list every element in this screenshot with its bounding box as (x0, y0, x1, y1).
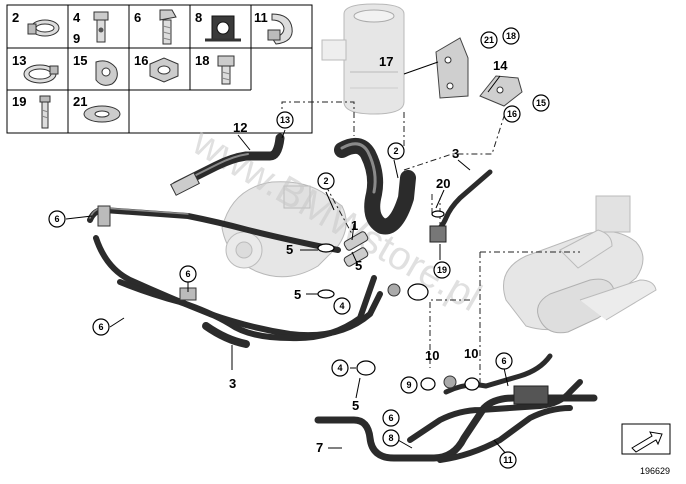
svg-text:9: 9 (406, 380, 411, 390)
callout-15: 15 (532, 94, 550, 112)
svg-text:13: 13 (280, 115, 290, 125)
svg-text:18: 18 (506, 31, 516, 41)
svg-text:2: 2 (393, 146, 398, 156)
label-5-d: 5 (352, 398, 359, 413)
hose-12 (170, 133, 285, 196)
o-ring-6 (420, 377, 436, 391)
reservoir-tank (321, 3, 405, 115)
svg-text:6: 6 (501, 356, 506, 366)
arrow-icon (631, 431, 663, 453)
spring-clip-icon (95, 60, 118, 86)
hose-3-main (87, 207, 383, 348)
socket-screw-icon (217, 55, 235, 85)
callout-2-b: 2 (317, 172, 335, 190)
callout-4-b: 4 (331, 359, 349, 377)
diagram-number: 196629 (640, 466, 670, 476)
legend-num-21: 21 (73, 94, 87, 109)
svg-text:8: 8 (388, 433, 393, 443)
legend-num-4: 4 (73, 10, 81, 25)
legend-num-11: 11 (254, 10, 268, 25)
o-ring-1 (317, 243, 335, 253)
o-ring-4 (356, 360, 376, 376)
part-labels: 12 1 3 20 17 14 5 5 5 3 5 10 10 7 (229, 54, 508, 455)
legend-num-18: 18 (195, 53, 209, 68)
svg-text:4: 4 (337, 363, 342, 373)
callout-18: 18 (502, 27, 520, 45)
callout-19: 19 (433, 261, 451, 279)
o-ring-2 (317, 289, 335, 299)
legend-grid: 2 4 9 6 8 11 13 15 16 18 19 21 (6, 4, 313, 134)
label-12: 12 (233, 120, 247, 135)
callout-13: 13 (276, 111, 294, 129)
fittings (97, 205, 480, 391)
svg-text:6: 6 (98, 322, 103, 332)
label-10-a: 10 (425, 348, 439, 363)
callout-6-b: 6 (179, 265, 197, 283)
clip-icon (267, 13, 293, 45)
bracket-17 (435, 37, 469, 99)
svg-text:11: 11 (503, 455, 513, 465)
svg-text:6: 6 (185, 269, 190, 279)
label-5-b: 5 (294, 287, 301, 302)
hex-bolt-icon (159, 9, 177, 45)
hose-7 (314, 353, 598, 463)
orientation-arrow-box (621, 423, 671, 455)
circled-callouts: 13 2 2 21 18 15 16 6 6 6 4 4 19 9 6 6 8 … (48, 27, 550, 469)
callout-2-a: 2 (387, 142, 405, 160)
legend-num-19: 19 (12, 94, 26, 109)
label-3-top: 3 (452, 146, 459, 161)
label-10-b: 10 (464, 346, 478, 361)
legend-num-9: 9 (73, 31, 80, 46)
legend-num-13: 13 (12, 53, 26, 68)
o-ring-7 (464, 377, 480, 391)
callout-11: 11 (499, 451, 517, 469)
legend-num-8: 8 (195, 10, 202, 25)
legend-num-2: 2 (12, 10, 19, 25)
callout-6-c: 6 (92, 318, 110, 336)
label-5-a: 5 (286, 242, 293, 257)
o-ring-5 (431, 210, 445, 218)
legend-num-16: 16 (134, 53, 148, 68)
svg-text:21: 21 (484, 35, 494, 45)
hollow-bolt-icon (93, 11, 109, 43)
hose-1 (334, 137, 416, 235)
rubber-grommet-icon (205, 15, 241, 42)
label-1: 1 (351, 218, 358, 233)
svg-text:16: 16 (507, 109, 517, 119)
hex-nut-icon (149, 57, 179, 83)
callout-16: 16 (503, 105, 521, 123)
callout-4-a: 4 (333, 297, 351, 315)
svg-text:15: 15 (536, 98, 546, 108)
legend-num-6: 6 (134, 10, 141, 25)
callout-6-d: 6 (495, 352, 513, 370)
svg-text:19: 19 (437, 265, 447, 275)
legend-num-15: 15 (73, 53, 87, 68)
steering-gear-rack (503, 195, 657, 334)
band-clamp-icon (23, 64, 59, 84)
stud-bolt-icon (39, 95, 51, 129)
label-14: 14 (493, 58, 508, 73)
power-steering-pump (221, 181, 347, 278)
callout-6-e: 6 (382, 409, 400, 427)
callout-6-a: 6 (48, 210, 66, 228)
callout-8: 8 (382, 429, 400, 447)
label-20: 20 (436, 176, 450, 191)
svg-text:2: 2 (323, 176, 328, 186)
svg-text:4: 4 (339, 301, 344, 311)
callout-21: 21 (480, 31, 498, 49)
label-17: 17 (379, 54, 393, 69)
label-7: 7 (316, 440, 323, 455)
leader-lines (65, 61, 509, 457)
svg-text:6: 6 (54, 214, 59, 224)
hose-3-top (429, 169, 493, 243)
label-3-main: 3 (229, 376, 236, 391)
o-ring-3 (407, 283, 429, 301)
washer-icon (83, 105, 121, 123)
label-5-c: 5 (355, 258, 362, 273)
hose-clamp-icon (27, 19, 60, 37)
svg-text:6: 6 (388, 413, 393, 423)
callout-9: 9 (400, 376, 418, 394)
bracket-14 (479, 75, 523, 107)
